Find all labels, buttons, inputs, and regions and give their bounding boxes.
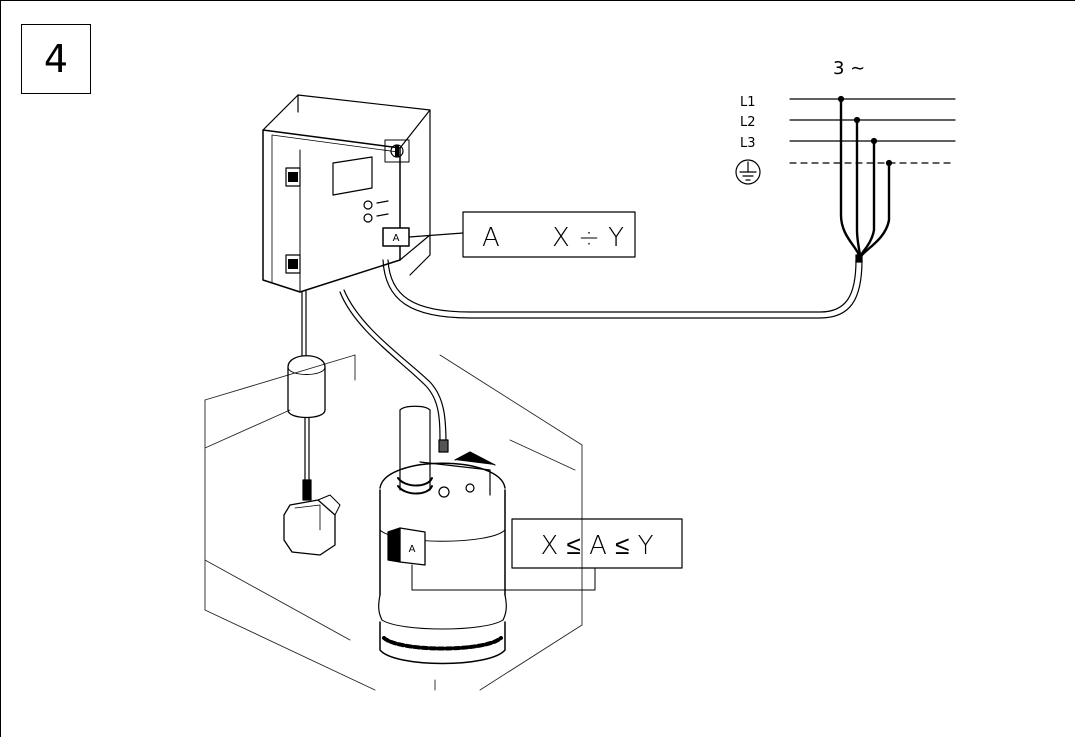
pump-condition-text: X ≤ A ≤ Y [540, 531, 653, 561]
submersible-pump: A [378, 405, 507, 665]
supply-cable [382, 259, 863, 319]
pump-leader [411, 564, 596, 591]
panel-leader [408, 232, 464, 238]
panel-range-left: A [482, 223, 500, 253]
line-label-l1: L1 [740, 95, 756, 110]
control-box: A [262, 94, 431, 293]
panel-tag: A [393, 233, 400, 244]
panel-range-label: A X ÷ Y [462, 211, 636, 258]
step-number: 4 [21, 24, 91, 94]
line-label-l2: L2 [740, 115, 756, 130]
float-switch [283, 290, 341, 556]
pump-tag: A [409, 544, 416, 555]
phase-label: 3 ∼ [833, 58, 865, 79]
line-label-l3: L3 [740, 136, 756, 151]
pump-condition-label: X ≤ A ≤ Y [511, 518, 683, 569]
sump-pit [204, 354, 583, 691]
pump-cable [339, 289, 449, 453]
ground-icon [735, 159, 761, 185]
panel-range-right: X ÷ Y [552, 223, 624, 253]
three-phase-supply: 3 ∼ L1 L2 L3 [735, 58, 956, 263]
